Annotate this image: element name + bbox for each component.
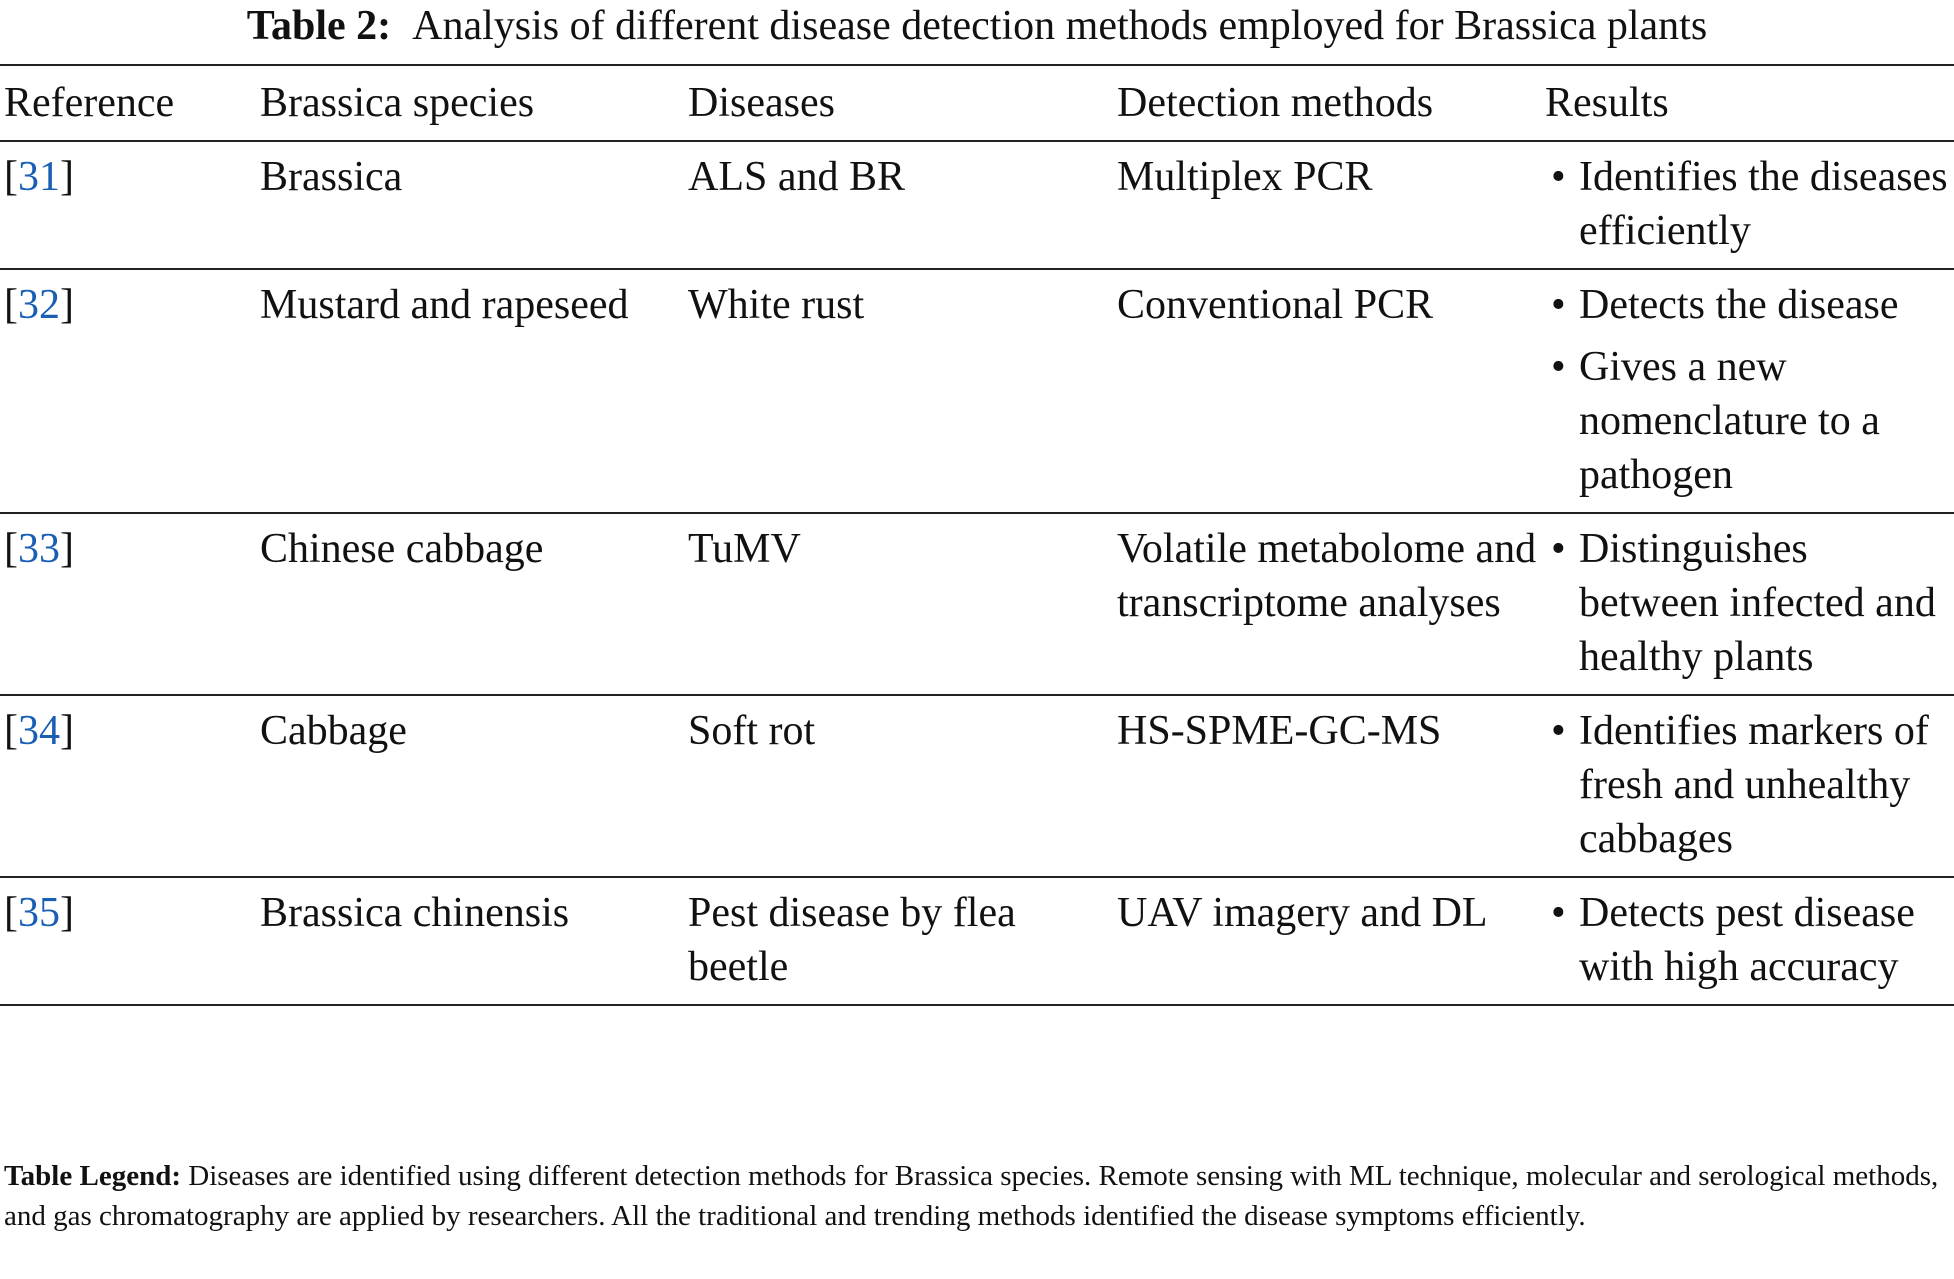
reference-link[interactable]: 35 (18, 890, 60, 936)
cell-reference: [34] (0, 695, 260, 877)
reference-bracket-close: ] (60, 526, 74, 572)
cell-reference: [33] (0, 513, 260, 695)
result-text: Gives a new nomenclature to a pathogen (1579, 344, 1880, 498)
cell-disease: ALS and BR (688, 154, 906, 200)
reference-bracket-close: ] (60, 890, 74, 936)
results-list: • Identifies markers of fresh and unhealt… (1545, 704, 1954, 866)
cell-results: • Detects pest disease with high accuracy (1545, 877, 1954, 1005)
cell-method: Conventional PCR (1117, 282, 1434, 328)
reference-link[interactable]: 34 (18, 708, 60, 754)
reference-link[interactable]: 32 (18, 282, 60, 328)
cell-results: • Identifies markers of fresh and unhealt… (1545, 695, 1954, 877)
table-caption-label: Table 2: (246, 3, 392, 49)
cell-disease: White rust (688, 282, 865, 328)
cell-method: Volatile metabolome and transcriptome an… (1117, 526, 1537, 626)
disease-detection-table: Reference Brassica species Diseases Dete… (0, 64, 1954, 1006)
results-list: • Distinguishes between infected and heal… (1545, 522, 1954, 684)
bullet-icon: • (1551, 526, 1566, 572)
header-reference: Reference (4, 80, 175, 126)
cell-reference: [35] (0, 877, 260, 1005)
bullet-icon: • (1551, 282, 1566, 328)
results-list-item: • Identifies the diseases efficiently (1545, 150, 1954, 258)
header-row: Reference Brassica species Diseases Dete… (0, 65, 1954, 141)
results-list-item: • Detects the disease (1545, 278, 1954, 332)
cell-disease: TuMV (688, 526, 801, 572)
reference-bracket-open: [ (4, 708, 18, 754)
result-text: Identifies the diseases efficiently (1579, 154, 1948, 254)
cell-results: • Identifies the diseases efficiently (1545, 141, 1954, 269)
bullet-icon: • (1551, 344, 1566, 390)
reference-bracket-open: [ (4, 282, 18, 328)
header-species: Brassica species (260, 80, 535, 126)
cell-method: HS-SPME-GC-MS (1117, 708, 1442, 754)
results-list-item: • Distinguishes between infected and heal… (1545, 522, 1954, 684)
header-methods: Detection methods (1117, 80, 1434, 126)
cell-reference: [32] (0, 269, 260, 513)
cell-species: Brassica (260, 154, 403, 200)
cell-disease: Soft rot (688, 708, 816, 754)
results-list-item: • Detects pest disease with high accuracy (1545, 886, 1954, 994)
results-list: • Detects the disease • Gives a new nomencl… (1545, 278, 1954, 502)
table-caption: Table 2: Analysis of different disease d… (0, 2, 1954, 50)
cell-species: Chinese cabbage (260, 526, 544, 572)
table-legend-text: Diseases are identified using different … (4, 1160, 1939, 1232)
cell-reference: [31] (0, 141, 260, 269)
reference-bracket-close: ] (60, 154, 74, 200)
header-diseases: Diseases (688, 80, 835, 126)
reference-bracket-open: [ (4, 890, 18, 936)
cell-species: Mustard and rapeseed (260, 282, 629, 328)
table-header: Reference Brassica species Diseases Dete… (0, 65, 1954, 141)
reference-bracket-open: [ (4, 154, 18, 200)
result-text: Detects the disease (1579, 282, 1899, 328)
cell-species: Cabbage (260, 708, 407, 754)
table-legend-label: Table Legend: (4, 1160, 181, 1192)
cell-disease: Pest disease by flea beetle (688, 890, 1016, 990)
bullet-icon: • (1551, 154, 1566, 200)
cell-method: UAV imagery and DL (1117, 890, 1488, 936)
results-list: • Identifies the diseases efficiently (1545, 150, 1954, 258)
reference-link[interactable]: 31 (18, 154, 60, 200)
reference-bracket-close: ] (60, 708, 74, 754)
cell-method: Multiplex PCR (1117, 154, 1373, 200)
cell-results: • Distinguishes between infected and heal… (1545, 513, 1954, 695)
cell-species: Brassica chinensis (260, 890, 570, 936)
result-text: Distinguishes between infected and healt… (1579, 526, 1936, 680)
results-list: • Detects pest disease with high accuracy (1545, 886, 1954, 994)
bullet-icon: • (1551, 708, 1566, 754)
cell-results: • Detects the disease • Gives a new nomencl… (1545, 269, 1954, 513)
result-text: Detects pest disease with high accuracy (1579, 890, 1915, 990)
results-list-item: • Gives a new nomenclature to a pathogen (1545, 340, 1954, 502)
reference-bracket-open: [ (4, 526, 18, 572)
reference-bracket-close: ] (60, 282, 74, 328)
table-legend: Table Legend: Diseases are identified us… (4, 1156, 1952, 1236)
results-list-item: • Identifies markers of fresh and unhealt… (1545, 704, 1954, 866)
bullet-icon: • (1551, 890, 1566, 936)
table-caption-text: Analysis of different disease detection … (412, 3, 1708, 49)
header-results: Results (1545, 80, 1669, 126)
result-text: Identifies markers of fresh and unhealth… (1579, 708, 1929, 862)
reference-link[interactable]: 33 (18, 526, 60, 572)
